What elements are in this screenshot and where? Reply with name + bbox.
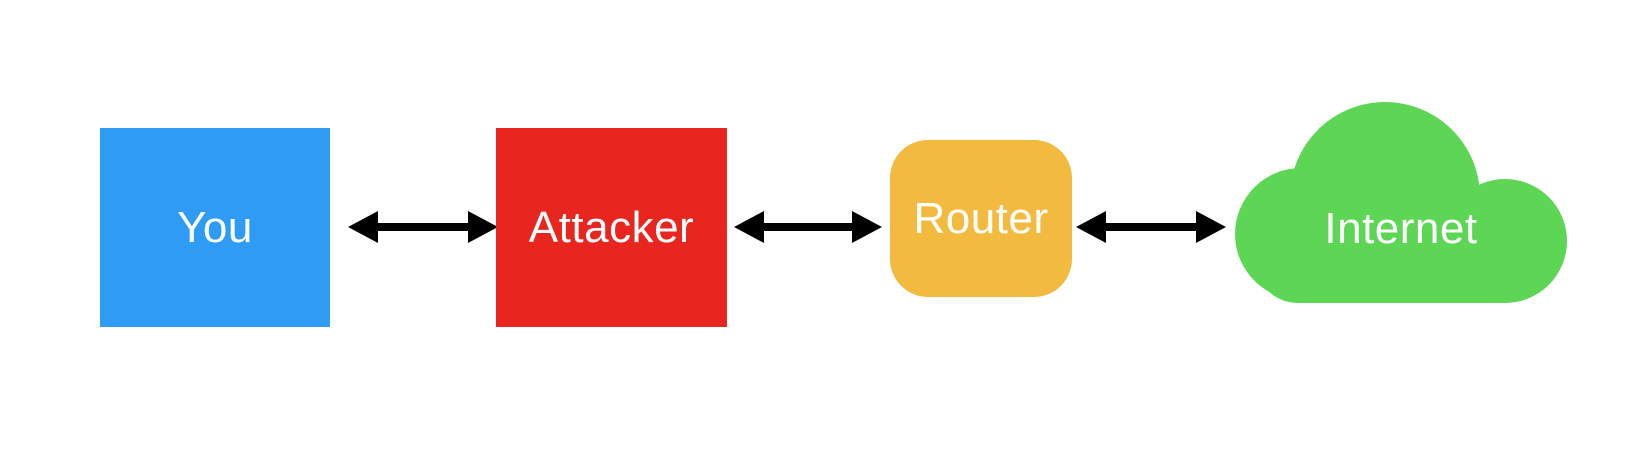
arrow-you-attacker <box>348 207 498 247</box>
arrow-attacker-router <box>734 207 882 247</box>
you-label: You <box>177 202 253 252</box>
arrow-router-internet <box>1076 207 1226 247</box>
attacker-node: Attacker <box>496 128 727 327</box>
bidirectional-arrow-icon <box>348 211 498 243</box>
bidirectional-arrow-icon <box>1076 211 1226 243</box>
bidirectional-arrow-icon <box>734 211 882 243</box>
cloud-icon <box>1235 102 1567 303</box>
internet-label: Internet <box>1324 203 1478 253</box>
attacker-label: Attacker <box>528 202 695 252</box>
router-label: Router <box>913 193 1049 243</box>
internet-cloud-node: Internet <box>1235 102 1567 303</box>
router-node: Router <box>890 140 1072 297</box>
you-node: You <box>100 128 330 327</box>
